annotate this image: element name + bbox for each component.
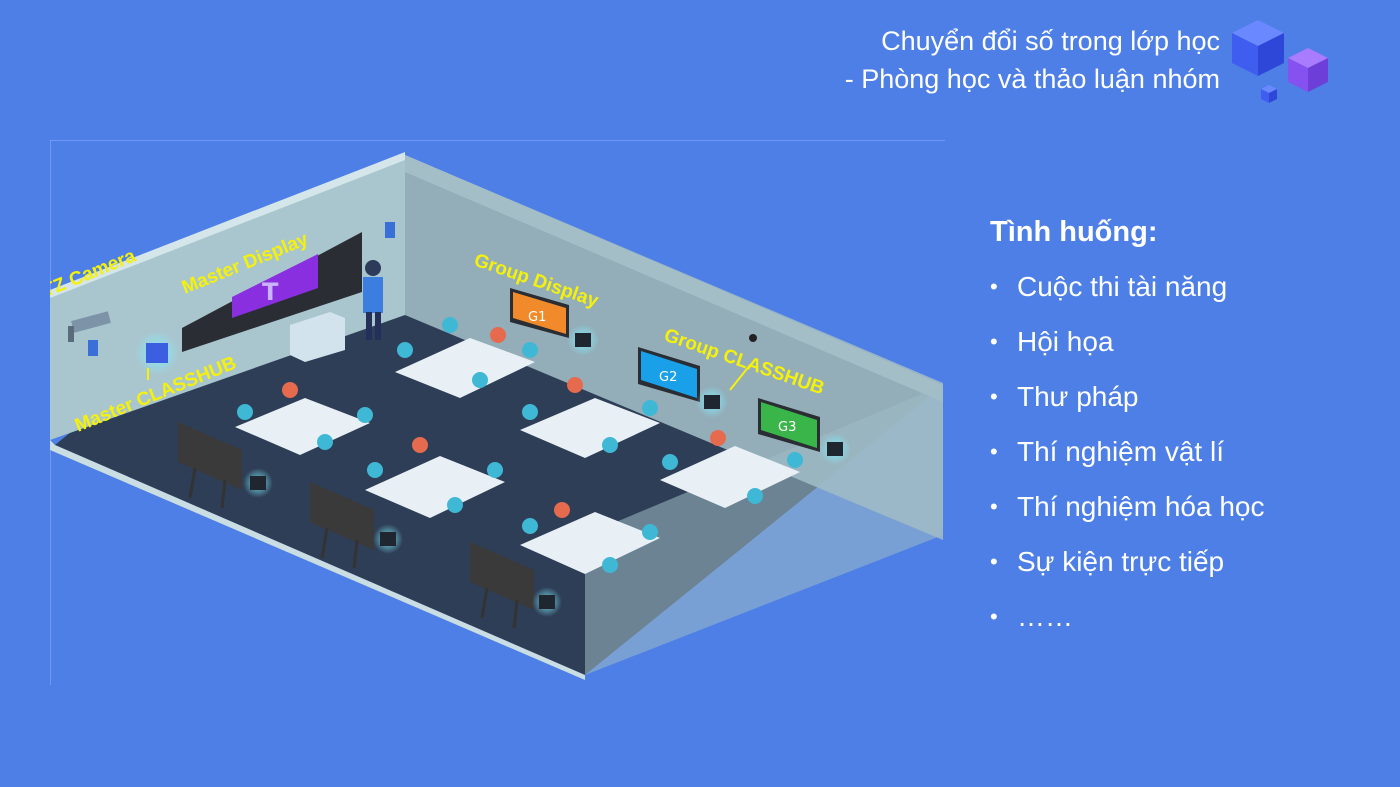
group-table: [365, 437, 505, 518]
list-item-text: Thư pháp: [1017, 381, 1139, 412]
group-table: [395, 317, 538, 398]
list-item: • Cuộc thi tài năng: [990, 267, 1265, 307]
decorative-cubes-icon: [1228, 16, 1338, 111]
front-group-display: [310, 482, 374, 569]
group-classhub-icon: [575, 333, 591, 347]
g3-screen-label: G3: [778, 420, 796, 435]
speaker-icon: [385, 222, 395, 238]
group-classhub-icon: [250, 476, 266, 490]
bullet-icon: •: [990, 384, 998, 409]
bullet-icon: •: [990, 439, 998, 464]
list-item-text: Sự kiện trực tiếp: [1017, 546, 1225, 577]
list-item: • Thí nghiệm hóa học: [990, 487, 1265, 527]
front-group-display: [470, 542, 534, 629]
list-item: • Hội họa: [990, 322, 1265, 362]
group-classhub-icon: [827, 442, 843, 456]
bullet-icon: •: [990, 604, 998, 629]
list-item-text: Thí nghiệm vật lí: [1017, 436, 1224, 467]
slide-title-line-2: - Phòng học và thảo luận nhóm: [844, 64, 1220, 94]
group-table: [235, 382, 373, 455]
bullet-icon: •: [990, 549, 998, 574]
list-item: • Thư pháp: [990, 377, 1265, 417]
situations-heading: Tình huống:: [990, 216, 1158, 248]
teacher-figure: [363, 260, 383, 340]
master-screen-glyph: T: [262, 278, 279, 306]
group-table: [520, 502, 660, 574]
ptz-camera-icon: [68, 311, 111, 342]
situations-list: • Cuộc thi tài năng • Hội họa • Thư pháp • T…: [990, 267, 1265, 637]
situations-panel: Tình huống: • Cuộc thi tài năng • Hội họa …: [990, 212, 1265, 652]
bullet-icon: •: [990, 274, 998, 299]
list-item-text: ……: [1017, 601, 1073, 632]
front-group-display: [178, 422, 242, 509]
list-item: • ……: [990, 597, 1265, 637]
slide-title-line-1: Chuyển đổi số trong lớp học: [881, 26, 1220, 56]
group-classhub-icon: [380, 532, 396, 546]
bullet-icon: •: [990, 329, 998, 354]
classroom-illustration: T G1 G2 G3: [50, 140, 950, 685]
group-table: [520, 377, 660, 458]
list-item-text: Cuộc thi tài năng: [1017, 271, 1228, 302]
group-classhub-icon: [539, 595, 555, 609]
list-item-text: Hội họa: [1017, 326, 1114, 357]
master-classhub-icon: [146, 343, 168, 363]
group-classhub-icon: [704, 395, 720, 409]
list-item: • Thí nghiệm vật lí: [990, 432, 1265, 472]
group-table: [660, 430, 803, 508]
slide-title: Chuyển đổi số trong lớp học - Phòng học …: [845, 22, 1220, 98]
speaker-icon: [88, 340, 98, 356]
g2-screen-label: G2: [659, 370, 677, 385]
g1-screen-label: G1: [528, 310, 546, 325]
bullet-icon: •: [990, 494, 998, 519]
list-item: • Sự kiện trực tiếp: [990, 542, 1265, 582]
list-item-text: Thí nghiệm hóa học: [1017, 491, 1265, 522]
